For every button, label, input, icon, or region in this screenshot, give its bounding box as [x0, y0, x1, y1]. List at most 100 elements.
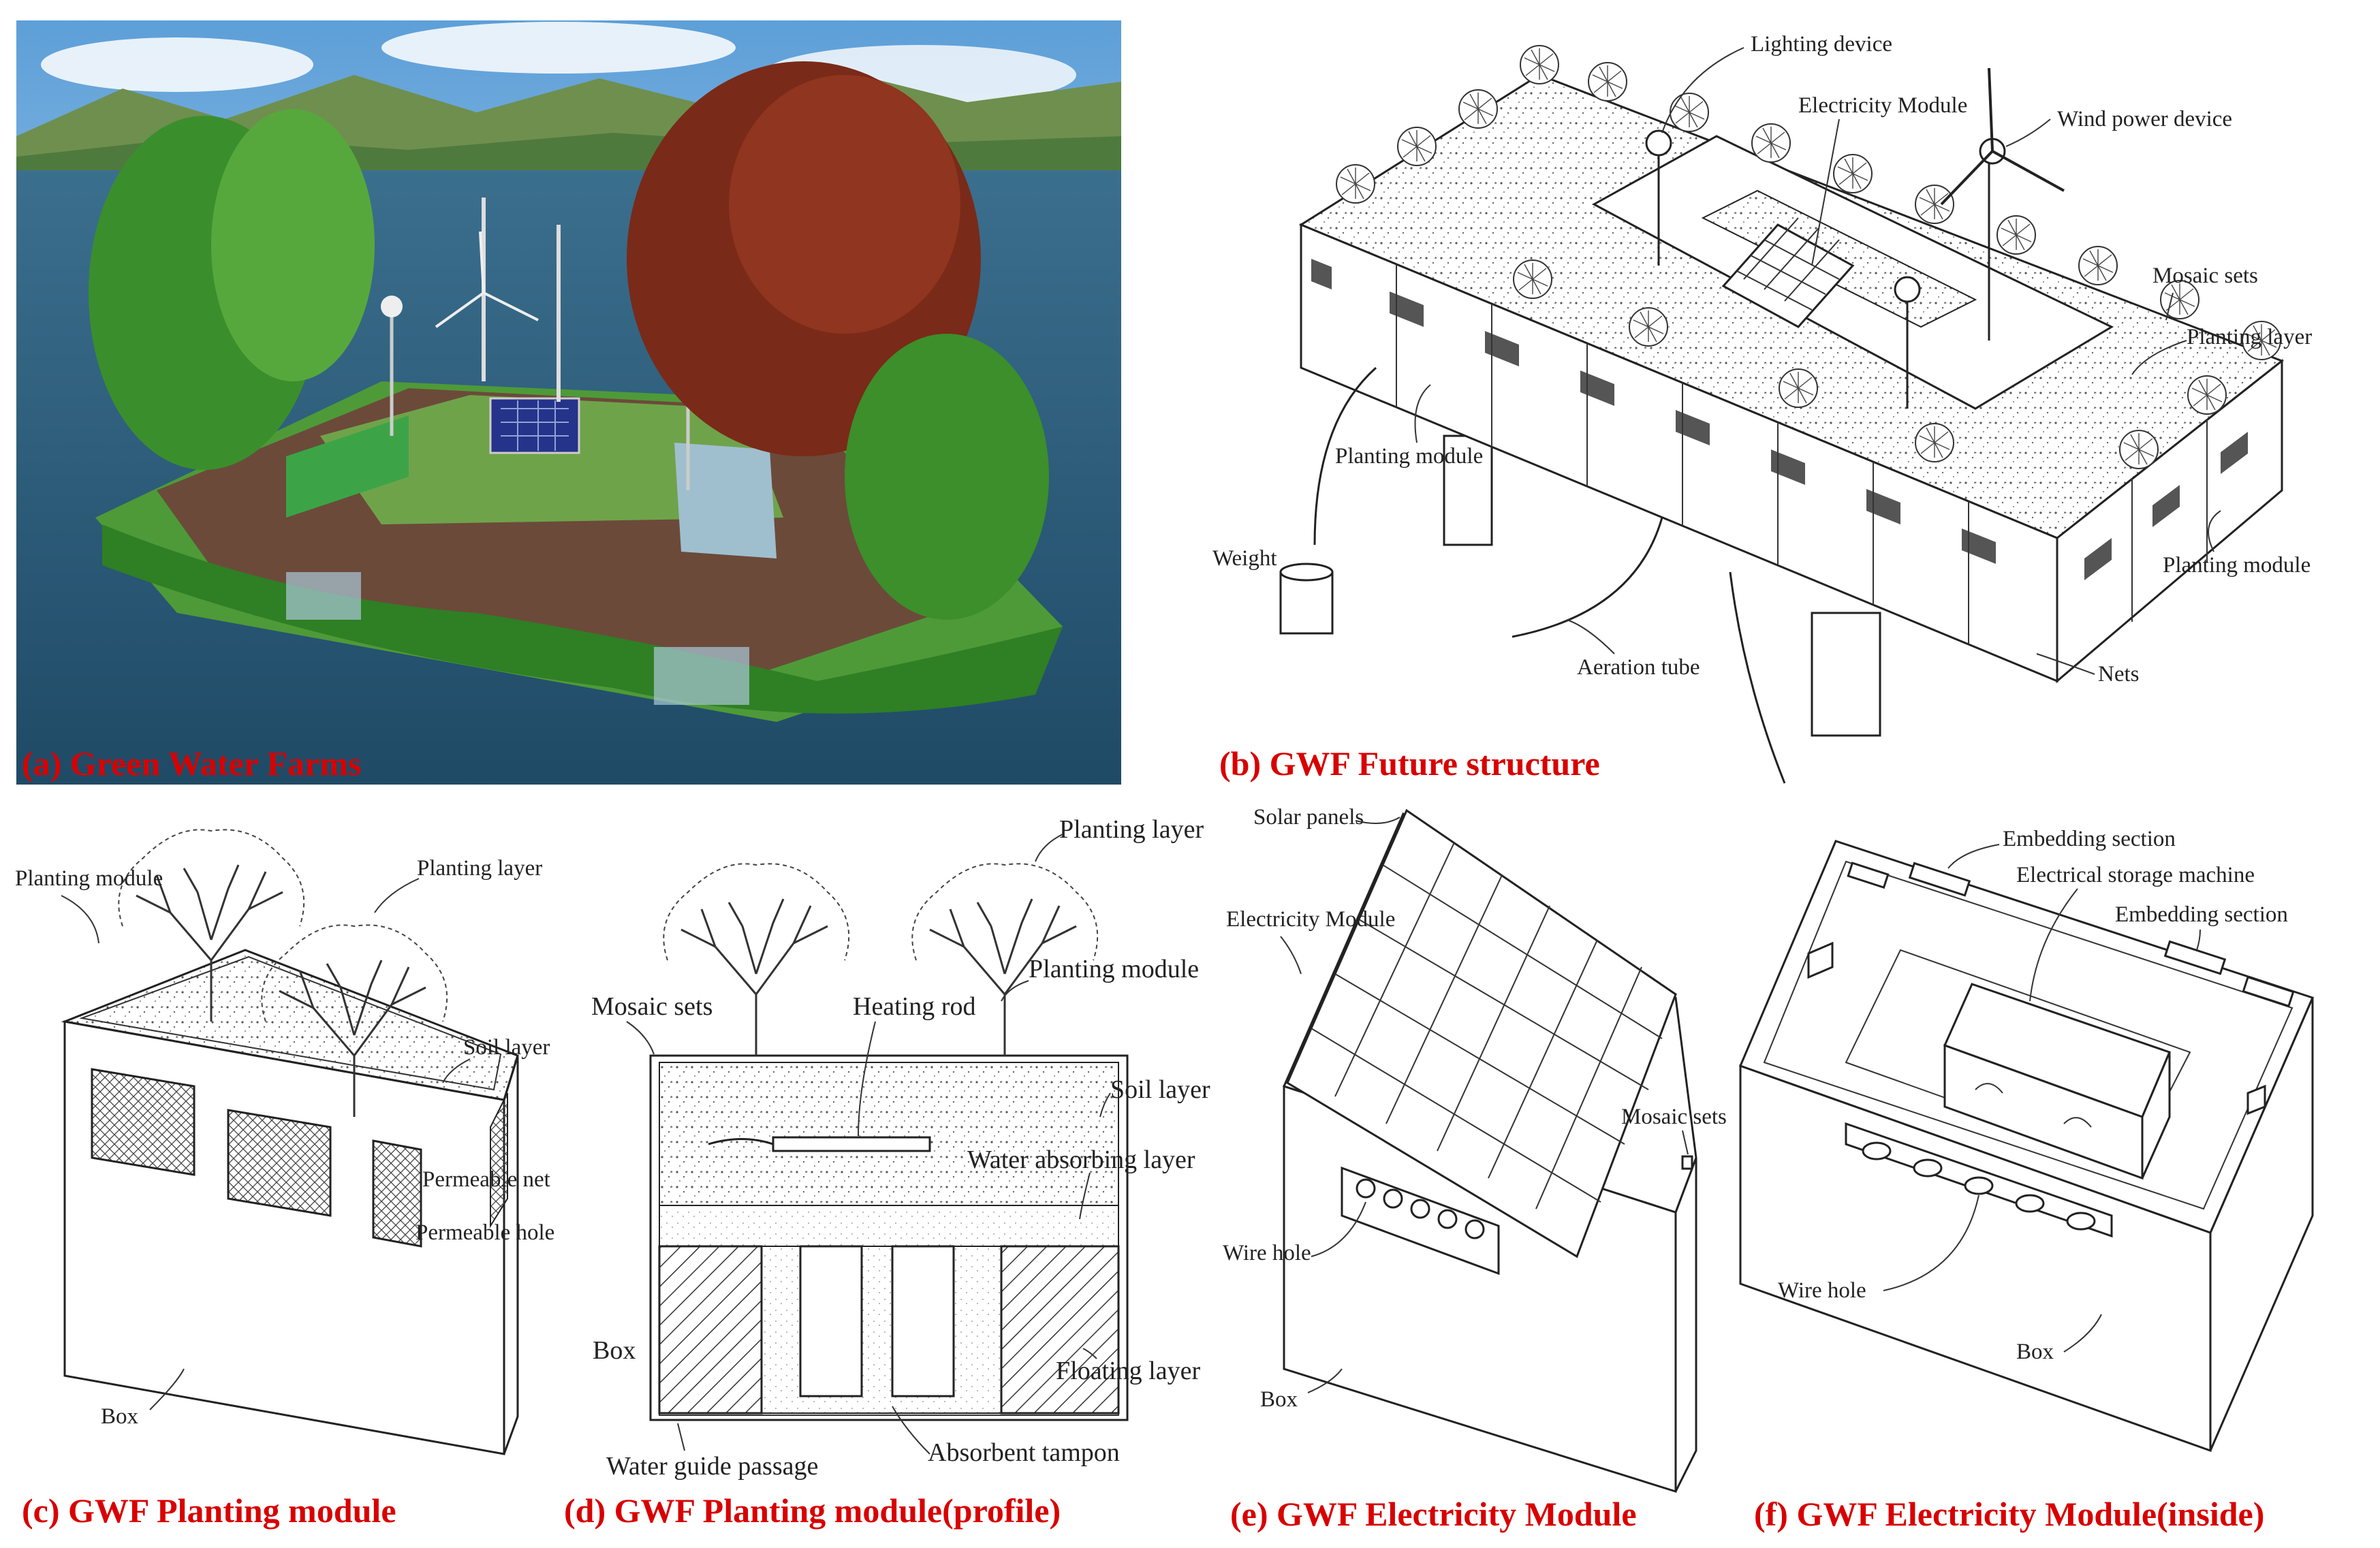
e-wire-plate — [1341, 1166, 1500, 1276]
bamboo-right — [845, 334, 1049, 620]
d-floating-block — [1000, 1245, 1120, 1415]
underwater-box — [654, 647, 749, 705]
aeration-tube-2 — [1729, 571, 1786, 784]
label-f-wire-hole: Wire hole — [1778, 1278, 1866, 1303]
structure-solar-panel — [1721, 223, 1855, 328]
f-side-clip — [2246, 1084, 2266, 1116]
panel-d-labels: Planting layer Planting module Mosaic se… — [591, 815, 1210, 1481]
solar-grid-render — [501, 400, 569, 451]
d-soil-layer — [659, 1062, 1119, 1206]
c-permeable-net — [372, 1139, 422, 1248]
panel-a-caption: (a) Green Water Farms — [22, 744, 362, 783]
label-planting-module-left: Planting module — [1335, 444, 1483, 469]
panel-e-electricity — [1282, 808, 1697, 1494]
label-d-floating-layer: Floating layer — [1056, 1357, 1200, 1385]
green-wall — [286, 415, 409, 518]
panel-c-caption: (c) GWF Planting module — [22, 1491, 396, 1530]
e-solar-panel — [1286, 808, 1677, 1259]
panel-f-inside — [1738, 840, 2315, 1453]
label-lighting-device: Lighting device — [1751, 32, 1892, 57]
label-d-mosaic-sets: Mosaic sets — [591, 992, 713, 1021]
panel-e-labels: Solar panels Electricity Module Mosaic s… — [1223, 805, 1727, 1412]
c-permeable-net — [227, 1109, 332, 1217]
label-f-embedding-top: Embedding section — [2003, 827, 2176, 851]
f-embed-section — [1847, 862, 1890, 889]
c-soil-top — [61, 949, 519, 1101]
lamp-globe — [1894, 276, 1921, 303]
label-d-soil-layer: Soil layer — [1110, 1075, 1210, 1104]
label-c-planting-layer: Planting layer — [417, 856, 542, 881]
frame-divisions — [1396, 264, 2208, 644]
label-d-box: Box — [593, 1336, 636, 1365]
d-absorbent-tampon — [761, 1246, 1002, 1414]
label-c-soil-layer: Soil layer — [463, 1035, 550, 1060]
e-box-side — [1674, 1157, 1697, 1492]
d-water-absorbing-layer — [659, 1205, 1119, 1247]
label-e-mosaic-sets: Mosaic sets — [1621, 1105, 1727, 1129]
label-c-planting-module: Planting module — [15, 866, 163, 891]
c-permeable-net — [91, 1068, 195, 1176]
panel-b-caption: (b) GWF Future structure — [1219, 744, 1600, 783]
label-aeration-tube: Aeration tube — [1577, 655, 1700, 680]
cloud — [381, 22, 736, 74]
panel-f-caption: (f) GWF Electricity Module(inside) — [1754, 1495, 2264, 1533]
cloud — [41, 37, 313, 92]
label-weight: Weight — [1212, 546, 1277, 571]
frame-windows — [1311, 259, 2248, 580]
solar-panel-render — [489, 397, 580, 454]
e-mosaic-clip — [1681, 1155, 1693, 1170]
label-d-planting-module: Planting module — [1029, 955, 1199, 983]
label-d-planting-layer: Planting layer — [1059, 815, 1204, 844]
d-heating-rod — [772, 1136, 931, 1152]
panel-c-labels: Planting module Planting layer Soil laye… — [15, 856, 554, 1429]
label-c-permeable-hole: Permeable hole — [416, 1220, 554, 1245]
label-d-water-guide: Water guide passage — [606, 1452, 818, 1481]
d-floating-block — [658, 1245, 763, 1415]
panel-f-labels: Embedding section Electrical storage mac… — [1778, 827, 2288, 1364]
structure-solar-grid — [1736, 217, 1840, 311]
underwater-box — [1811, 612, 1881, 737]
label-c-box: Box — [101, 1404, 139, 1429]
e-wire-holes — [1356, 1178, 1485, 1239]
label-d-water-absorbing: Water absorbing layer — [967, 1146, 1195, 1174]
label-e-electricity-module: Electricity Module — [1226, 907, 1395, 932]
label-nets: Nets — [2098, 662, 2140, 686]
label-f-embedding-right: Embedding section — [2115, 902, 2288, 927]
f-wire-holes — [1862, 1141, 2096, 1231]
pool — [674, 443, 777, 558]
label-e-solar-panels: Solar panels — [1253, 805, 1364, 830]
weight-cylinder — [1279, 571, 1334, 635]
d-water-guide-passage — [891, 1245, 955, 1397]
label-d-heating-rod: Heating rod — [853, 992, 975, 1021]
lamp-globe — [1645, 129, 1672, 157]
f-embed-section — [2242, 975, 2295, 1008]
panel-e-caption: (e) GWF Electricity Module — [1230, 1495, 1637, 1533]
wind-blades — [1940, 67, 2065, 206]
maple-tree-top — [729, 75, 960, 334]
label-mosaic-sets: Mosaic sets — [2152, 264, 2258, 288]
panel-d-profile — [649, 862, 1129, 1421]
c-permeable-hole — [490, 1092, 508, 1229]
label-f-storage: Electrical storage machine — [2016, 863, 2255, 887]
underwater-box — [286, 572, 361, 620]
f-embed-section — [2163, 940, 2227, 975]
label-planting-layer: Planting layer — [2187, 325, 2312, 349]
turbine-blades — [435, 231, 539, 328]
label-c-permeable-net: Permeable net — [422, 1167, 550, 1192]
panel-c-module — [61, 828, 519, 1455]
d-heating-wire — [708, 1138, 774, 1146]
label-planting-module-right: Planting module — [2163, 553, 2311, 578]
e-solar-grid — [1311, 842, 1663, 1210]
f-inner-rim — [1763, 860, 2293, 1210]
panel-d-caption: (d) GWF Planting module(profile) — [564, 1491, 1061, 1530]
label-e-wire-hole: Wire hole — [1223, 1241, 1311, 1265]
panel-b-structure — [1279, 45, 2284, 784]
bamboo-left-back — [211, 109, 375, 381]
weight-rope — [1313, 366, 1377, 546]
label-electricity-module: Electricity Module — [1798, 93, 1967, 118]
c-rim — [79, 955, 502, 1091]
central-lawn — [320, 395, 783, 524]
panel-a-render — [16, 20, 1121, 785]
f-embed-section — [1908, 862, 1971, 897]
label-d-absorbent-tampon: Absorbent tampon — [928, 1438, 1120, 1467]
